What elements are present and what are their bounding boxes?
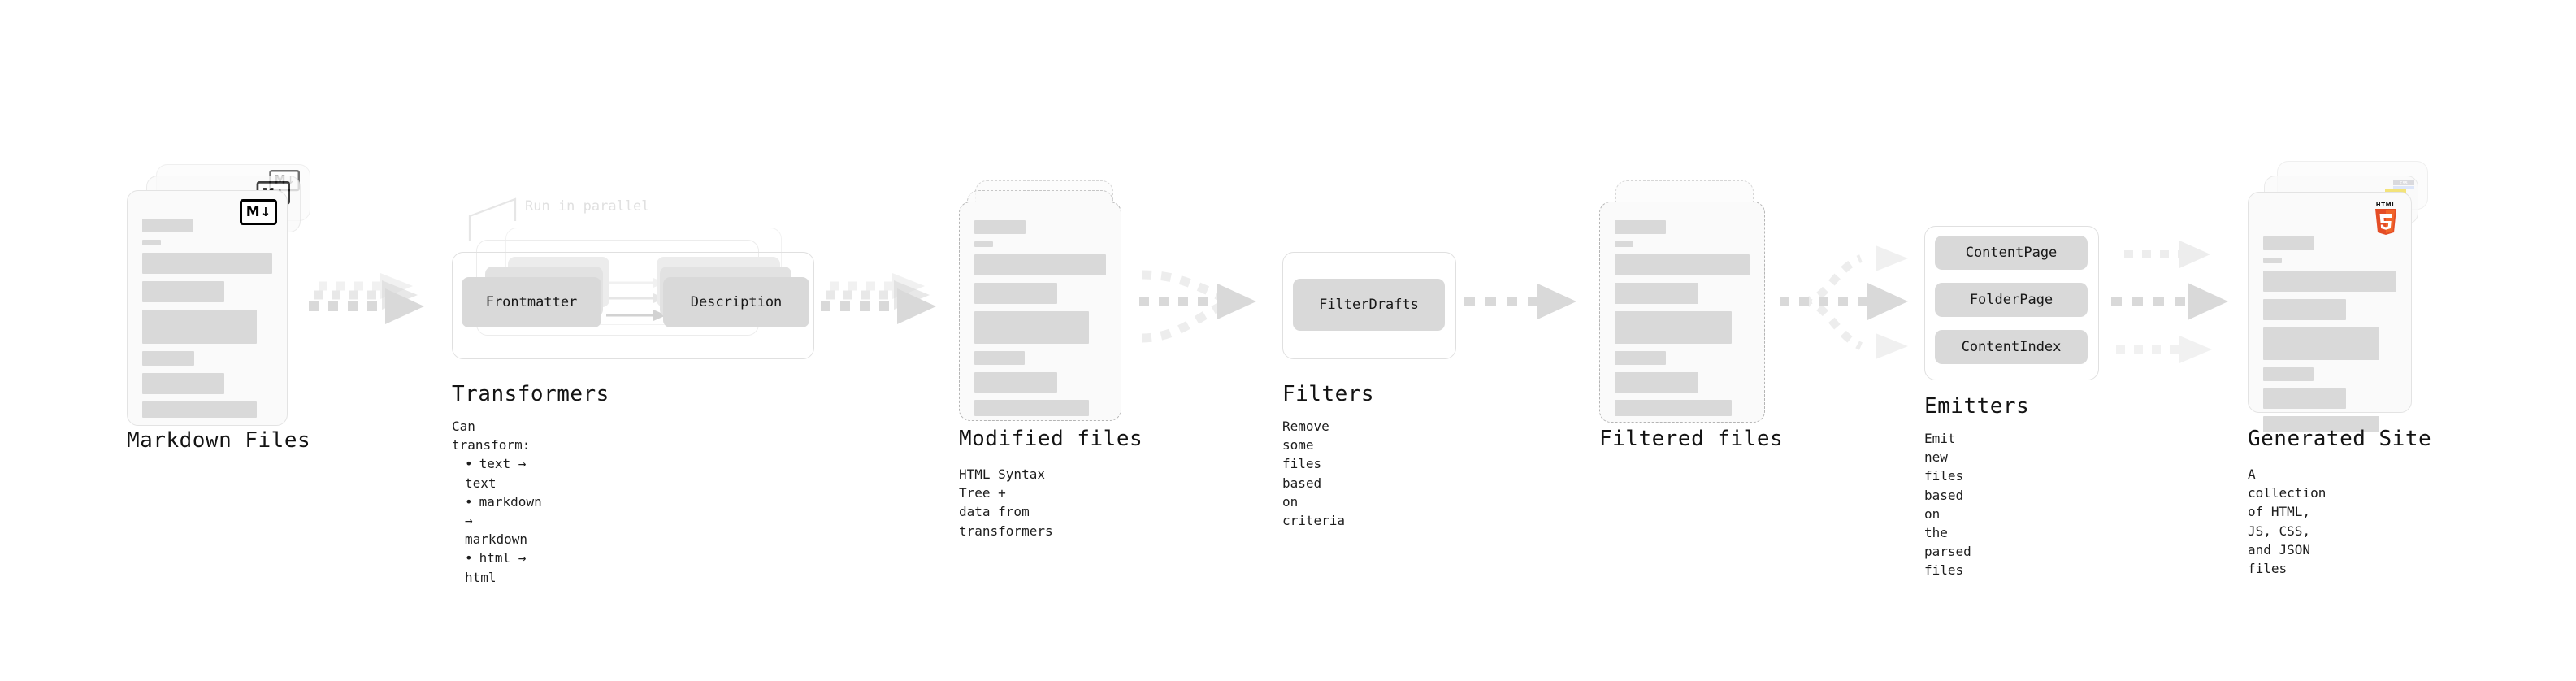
skeleton-bar (974, 351, 1025, 365)
list-item: markdown → markdown (465, 492, 542, 549)
filter-chip-filterdrafts[interactable]: FilterDrafts (1293, 279, 1445, 331)
page-title-filters: Filters (1282, 382, 1375, 406)
skeleton-bar (142, 351, 194, 366)
skeleton-bar (2263, 388, 2346, 409)
generated-card-front: HTML (2248, 192, 2412, 432)
connector-modified-to-filters (1139, 270, 1256, 343)
skeleton-bar (1615, 220, 1666, 234)
emitter-chip-contentpage[interactable]: ContentPage (1935, 236, 2088, 270)
html5-icon: HTML (2372, 199, 2400, 235)
card-skeleton-bars (1615, 220, 1750, 423)
skeleton-bar (2263, 236, 2314, 250)
skeleton-bar (142, 281, 224, 302)
page-title-emitters: Emitters (1924, 394, 2030, 419)
connector-emitters-to-site (2111, 241, 2228, 363)
generated-site-description: A collection of HTML, JS, CSS, and JSON … (2248, 466, 2327, 576)
emitter-chip-folderpage[interactable]: FolderPage (1935, 283, 2088, 317)
page-title-filtered-files: Filtered files (1599, 427, 1784, 451)
emitters-description: Emit new files based on the parsed files (1924, 431, 1971, 579)
transformers-group-front (452, 252, 814, 359)
page-title-transformers: Transformers (452, 382, 609, 406)
connector-filters-to-filtered (1464, 284, 1576, 319)
skeleton-bar (1615, 351, 1667, 365)
skeleton-bar (142, 240, 161, 245)
skeleton-bar (2263, 299, 2346, 320)
skeleton-bar (2263, 258, 2282, 263)
modified-files-description: HTML Syntax Tree + data from transformer… (959, 466, 1053, 539)
skeleton-bar (1615, 311, 1733, 344)
page-title-modified-files: Modified files (959, 427, 1143, 451)
skeleton-bar (1615, 400, 1733, 416)
filters-description: Remove some files based on criteria (1282, 419, 1346, 528)
connector-transformers-to-modified (821, 273, 936, 324)
modified-card-front (959, 202, 1121, 421)
skeleton-bar (974, 400, 1089, 416)
skeleton-bar (2263, 367, 2314, 381)
filtered-card-front (1599, 202, 1765, 423)
skeleton-bar (974, 220, 1026, 234)
list-item: html → html (465, 549, 542, 586)
page-title-generated-site: Generated Site (2248, 427, 2432, 451)
svg-text:HTML: HTML (2376, 202, 2396, 208)
skeleton-bar (2263, 271, 2396, 292)
skeleton-bar (142, 373, 224, 394)
connector-filtered-to-emitters (1780, 245, 1908, 359)
markdown-card-front: M↓ (127, 190, 288, 426)
skeleton-bar (974, 311, 1089, 344)
markdown-icon-arrow: ↓ (260, 204, 271, 219)
skeleton-bar (142, 401, 257, 418)
card-skeleton-bars (2263, 236, 2396, 440)
transformers-capabilities: Can transform: text → text markdown → ma… (452, 417, 542, 587)
skeleton-bar (142, 253, 272, 274)
skeleton-bar (1615, 254, 1750, 275)
skeleton-bar (1615, 283, 1698, 304)
page-title-markdown-files: Markdown Files (127, 428, 311, 453)
skeleton-bar (142, 219, 193, 232)
transformers-lead: Can transform: (452, 419, 531, 453)
skeleton-bar (974, 372, 1058, 393)
skeleton-bar (974, 254, 1106, 275)
card-skeleton-bars (142, 219, 272, 425)
connector-markdown-to-transformers (309, 273, 424, 324)
skeleton-bar (142, 310, 257, 344)
skeleton-bar (1615, 241, 1633, 247)
skeleton-bar (2263, 416, 2379, 432)
list-item: text → text (465, 454, 542, 492)
card-skeleton-bars (974, 220, 1106, 423)
skeleton-bar (2263, 327, 2379, 360)
transformer-chip-frontmatter[interactable]: Frontmatter (462, 277, 601, 327)
transformers-bullet-list: text → text markdown → markdown html → h… (452, 454, 542, 586)
skeleton-bar (974, 241, 993, 247)
markdown-file-stack: M↓ M↓ M↓ (127, 164, 314, 426)
markdown-icon: M↓ (240, 199, 277, 225)
markdown-icon-letter: M (245, 203, 260, 220)
run-in-parallel-label: Run in parallel (525, 198, 650, 215)
transformer-chip-description[interactable]: Description (663, 277, 809, 327)
skeleton-bar (974, 283, 1058, 304)
skeleton-bar (1615, 372, 1698, 393)
emitter-chip-contentindex[interactable]: ContentIndex (1935, 330, 2088, 364)
